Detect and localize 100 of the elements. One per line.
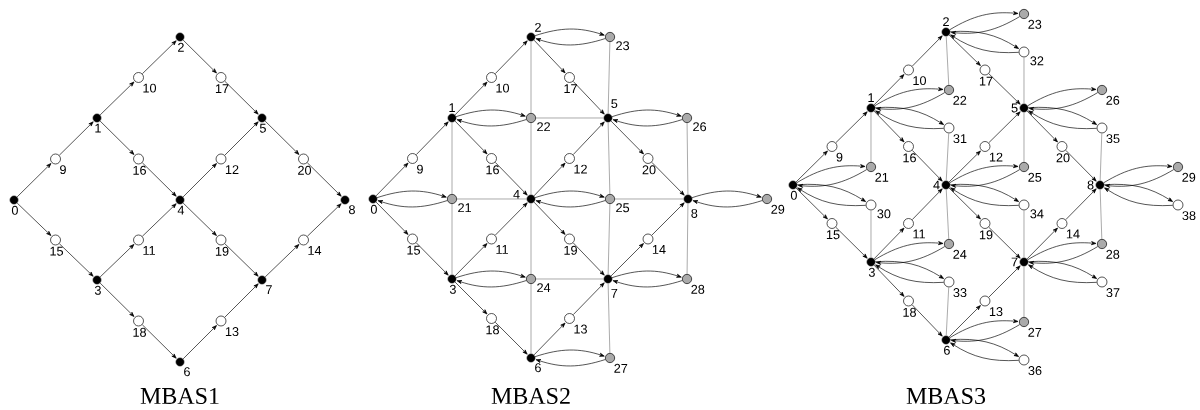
connector-line (535, 117, 604, 119)
node-number: 15 (826, 230, 840, 240)
arrow (873, 264, 905, 297)
arrow (795, 150, 828, 183)
arrow (950, 184, 1019, 202)
node-number: 31 (953, 134, 967, 144)
arrow (798, 169, 868, 188)
node-number: 21 (458, 203, 471, 213)
node-number: 9 (60, 165, 66, 175)
node-number: 29 (771, 204, 785, 214)
node-number: 10 (143, 83, 157, 93)
node-number: 18 (903, 307, 916, 317)
arrow (948, 150, 981, 183)
arrow (99, 244, 135, 278)
arrow (988, 226, 1021, 259)
arrow (377, 200, 448, 208)
node-number: 28 (691, 284, 705, 294)
node-number: 16 (903, 153, 916, 163)
arrow (535, 200, 606, 208)
node-number: 19 (979, 230, 993, 240)
node-number: 19 (564, 245, 577, 255)
node-number: 6 (944, 345, 950, 355)
arrow (99, 282, 135, 317)
arrow (873, 74, 905, 106)
arrow (182, 163, 217, 198)
node-number: 12 (574, 164, 587, 174)
connector-line (1099, 189, 1103, 240)
arrow (988, 73, 1021, 105)
node-number: 17 (979, 76, 993, 86)
arrow (911, 304, 943, 337)
connector-line (607, 41, 611, 114)
node-number: 16 (133, 165, 146, 175)
arrow (949, 164, 1019, 184)
node-number: 23 (616, 41, 630, 51)
arrow (455, 109, 526, 117)
node-number: 0 (790, 190, 797, 200)
arrow (456, 280, 527, 288)
arrow (533, 201, 566, 235)
node-number: 32 (1030, 56, 1044, 66)
arrow (415, 121, 449, 155)
arrow (911, 150, 943, 182)
arrow (572, 282, 605, 315)
node-number: 16 (486, 165, 499, 175)
connector-line (451, 122, 453, 195)
connector-line (945, 36, 950, 86)
node-number: 26 (1106, 95, 1120, 105)
node-number: 17 (215, 84, 229, 94)
caption: MBAS1 (140, 387, 219, 405)
arrow (141, 324, 177, 359)
node-number: 35 (1106, 134, 1120, 144)
arrow (456, 119, 527, 127)
arrow (948, 34, 981, 66)
node-number: 14 (1066, 229, 1080, 239)
node-number: 4 (513, 190, 520, 199)
node-number: 9 (836, 152, 843, 162)
node-number: 24 (953, 249, 967, 259)
node-number: 2 (943, 17, 949, 27)
node-number: 20 (1056, 153, 1070, 163)
connector-line (530, 41, 532, 114)
node-number: 27 (1028, 327, 1042, 337)
node-number: 26 (693, 122, 707, 132)
node-number: 14 (308, 246, 322, 255)
connector-line (535, 278, 604, 280)
arrow (950, 31, 1019, 49)
arrow (875, 110, 944, 129)
arrow (911, 188, 943, 220)
arrow (533, 39, 566, 74)
node-number: 12 (989, 152, 1003, 162)
arrow (182, 325, 217, 360)
node-number: 3 (94, 285, 101, 295)
arrow (1105, 169, 1175, 188)
node-number: 7 (266, 285, 272, 294)
arrow (59, 243, 94, 277)
connector-line (607, 283, 611, 354)
node-number: 23 (1028, 19, 1042, 29)
arrow (1065, 188, 1097, 221)
arrow (572, 81, 605, 115)
node-number: 25 (616, 203, 630, 213)
arrow (99, 81, 135, 116)
arrow (494, 202, 528, 236)
node-number: 10 (496, 83, 510, 93)
arrow (1028, 264, 1097, 283)
connector-line (686, 122, 689, 195)
arrow (875, 107, 944, 125)
arrow (610, 120, 644, 155)
node-number: 7 (611, 288, 618, 298)
node-number: 33 (953, 288, 967, 298)
arrow (16, 163, 52, 198)
node-number: 11 (496, 245, 508, 254)
arrow (224, 80, 259, 115)
arrow (454, 81, 488, 116)
node-number: 21 (875, 172, 889, 182)
arrow (375, 201, 409, 235)
connector-line (870, 112, 872, 163)
arrow (796, 164, 866, 184)
node-number: 36 (1028, 366, 1042, 376)
arrow (951, 169, 1021, 188)
node-number: 18 (133, 327, 146, 337)
arrow (264, 120, 300, 155)
connector-line (530, 283, 532, 354)
